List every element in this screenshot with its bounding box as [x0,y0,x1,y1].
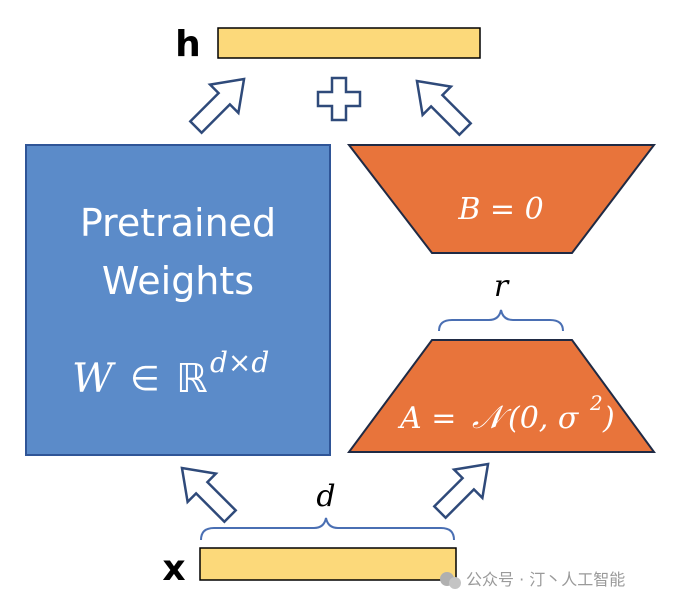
x-input-bar [199,547,457,581]
b-equation: B = 0 [457,192,543,227]
pretrained-weights-block [25,144,331,456]
arrow-input-to-weights-icon [180,466,238,524]
watermark: 公众号 · 汀丶人工智能 [440,570,625,589]
w-symbol: W [72,356,116,402]
h-label: h [175,24,201,65]
a-equation-args: (0, σ [508,401,580,436]
d-label: d [316,479,335,514]
b-matrix-block [346,144,657,254]
watermark-text: 公众号 · 汀丶人工智能 [466,570,625,589]
pretrained-title-line1: Pretrained [80,201,276,245]
plus-icon [316,76,362,122]
arrow-up-left-icon [415,79,473,137]
a-equation-prefix: A = [397,401,456,436]
a-matrix-block [347,339,656,453]
pretrained-title-line2: Weights [102,259,254,303]
w-real-set: ℝ [176,356,208,402]
a-equation-square: 2 [589,391,603,415]
h-output-bar [217,27,481,59]
r-brace [438,309,564,332]
w-element-of: ∈ [130,359,160,399]
w-exponent: d×d [210,346,269,379]
d-brace [200,517,455,541]
a-equation-close: ) [602,401,615,436]
r-label: r [494,269,510,304]
arrow-input-to-a-icon [432,462,490,520]
x-label: x [162,548,185,589]
arrow-up-right-icon [188,77,246,135]
